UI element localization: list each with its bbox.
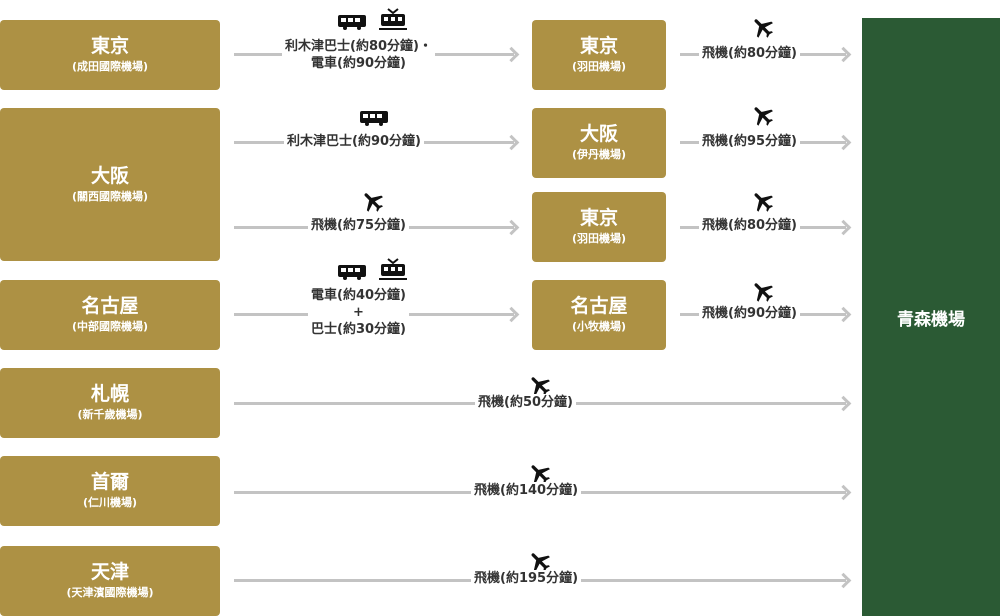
- plane-icon: [531, 465, 550, 484]
- origin-airport: (成田國際機場): [71, 60, 149, 73]
- transfer-name: 東京: [579, 207, 618, 229]
- origin-airport: (新千歲機場): [77, 408, 143, 421]
- leg-label-line: 利木津巴士(約90分鐘): [287, 134, 421, 149]
- origin-sapporo: 札幌 (新千歲機場): [0, 368, 220, 438]
- plane-icon: [531, 377, 550, 396]
- origin-airport: (中部國際機場): [71, 320, 149, 333]
- transfer-airport: (羽田機場): [571, 232, 627, 245]
- leg-label: 電車(約40分鐘) + 巴士(約30分鐘): [308, 287, 409, 338]
- destination-name: 青森機場: [897, 309, 965, 330]
- origin-name: 大阪: [90, 164, 129, 187]
- transfer-tokyo-haneda: 東京 (羽田機場): [532, 20, 666, 90]
- leg-label: 飛機(約90分鐘): [699, 305, 800, 322]
- arrowhead-icon: [835, 306, 852, 323]
- leg-label: 飛機(約140分鐘): [471, 482, 582, 499]
- transfer-name: 名古屋: [570, 295, 628, 317]
- leg-label-line: 飛機(約80分鐘): [702, 46, 797, 61]
- leg-label: 飛機(約80分鐘): [699, 217, 800, 234]
- origin-name: 首爾: [90, 471, 129, 493]
- leg-label: 飛機(約195分鐘): [471, 570, 582, 587]
- origin-seoul: 首爾 (仁川機場): [0, 456, 220, 526]
- origin-tokyo: 東京 (成田國際機場): [0, 20, 220, 90]
- origin-nagoya: 名古屋 (中部國際機場): [0, 280, 220, 350]
- leg-label-line: 電車(約90分鐘): [311, 56, 406, 71]
- plane-icon: [364, 193, 383, 212]
- arrowhead-icon: [835, 484, 852, 501]
- leg-label-line: 飛機(約80分鐘): [702, 218, 797, 233]
- leg-label-line: 飛機(約75分鐘): [311, 218, 406, 233]
- leg-label-line: +: [353, 305, 364, 320]
- leg-label: 利木津巴士(約90分鐘): [284, 133, 424, 150]
- leg-label-line: 飛機(約140分鐘): [474, 483, 579, 498]
- leg-label-line: 飛機(約95分鐘): [702, 134, 797, 149]
- plane-icon: [531, 553, 550, 572]
- arrowhead-icon: [835, 219, 852, 236]
- arrowhead-icon: [835, 572, 852, 589]
- transfer-name: 大阪: [579, 123, 618, 145]
- leg-label-line: 利木津巴士(約80分鐘)・: [285, 39, 432, 54]
- transfer-nagoya-komaki: 名古屋 (小牧機場): [532, 280, 666, 350]
- transfer-name: 東京: [579, 35, 618, 57]
- transfer-airport: (羽田機場): [571, 60, 627, 73]
- leg-label: 飛機(約80分鐘): [699, 45, 800, 62]
- leg-label: 飛機(約50分鐘): [475, 394, 576, 411]
- arrowhead-icon: [503, 134, 520, 151]
- leg-label: 飛機(約95分鐘): [699, 133, 800, 150]
- origin-airport: (天津濱國際機場): [66, 586, 154, 599]
- transfer-osaka-itami: 大阪 (伊丹機場): [532, 108, 666, 178]
- origin-name: 天津: [90, 561, 129, 583]
- train-icon: [379, 258, 407, 280]
- bus-icon: [360, 111, 388, 126]
- leg-label-line: 電車(約40分鐘): [311, 288, 406, 303]
- origin-osaka: 大阪 (關西國際機場): [0, 108, 220, 261]
- origin-name: 東京: [90, 35, 129, 57]
- origin-airport: (關西國際機場): [71, 189, 149, 203]
- bus-icon: [338, 265, 366, 280]
- origin-airport: (仁川機場): [82, 496, 138, 509]
- arrowhead-icon: [835, 46, 852, 63]
- arrowhead-icon: [503, 46, 520, 63]
- plane-icon: [754, 283, 773, 302]
- origin-tianjin: 天津 (天津濱國際機場): [0, 546, 220, 616]
- arrowhead-icon: [835, 395, 852, 412]
- plane-icon: [754, 193, 773, 212]
- plane-icon: [754, 107, 773, 126]
- arrowhead-icon: [835, 134, 852, 151]
- leg-label-line: 飛機(約50分鐘): [478, 395, 573, 410]
- arrowhead-icon: [503, 219, 520, 236]
- transfer-tokyo-haneda-2: 東京 (羽田機場): [532, 192, 666, 262]
- leg-label: 利木津巴士(約80分鐘)・ 電車(約90分鐘): [282, 38, 435, 72]
- leg-label: 飛機(約75分鐘): [308, 217, 409, 234]
- leg-label-line: 飛機(約90分鐘): [702, 306, 797, 321]
- leg-label-line: 飛機(約195分鐘): [474, 571, 579, 586]
- destination-aomori: 青森機場: [862, 18, 1000, 616]
- leg-label-line: 巴士(約30分鐘): [311, 322, 406, 337]
- origin-name: 札幌: [90, 383, 129, 405]
- origin-name: 名古屋: [81, 295, 139, 317]
- arrowhead-icon: [503, 306, 520, 323]
- transfer-airport: (小牧機場): [571, 320, 627, 333]
- bus-icon: [338, 15, 366, 30]
- transfer-airport: (伊丹機場): [571, 148, 627, 161]
- plane-icon: [754, 19, 773, 38]
- train-icon: [379, 8, 407, 30]
